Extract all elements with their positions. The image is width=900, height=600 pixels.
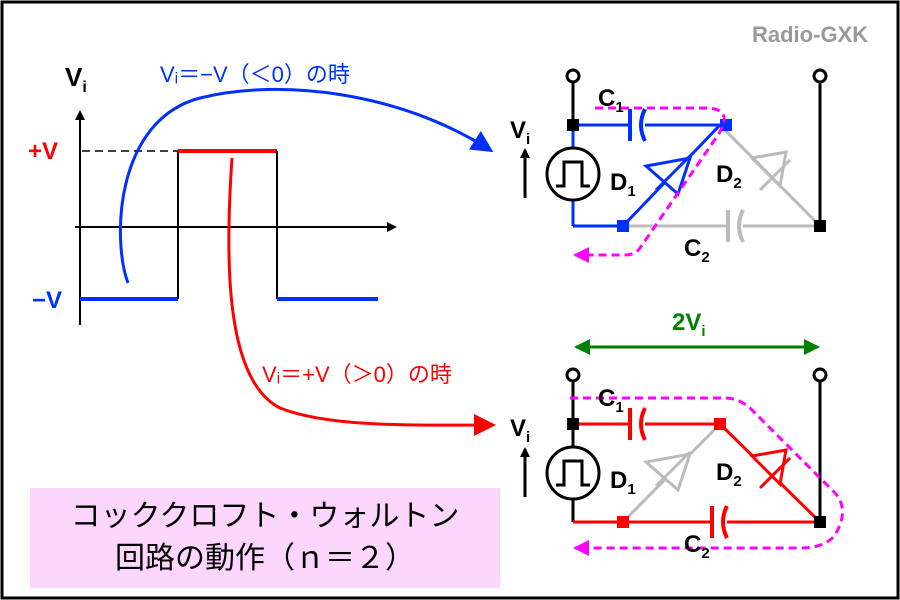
- c2-label: C2: [684, 235, 710, 266]
- input-terminal: [565, 68, 581, 84]
- output-terminal: [812, 367, 828, 383]
- ac-source: [545, 146, 601, 202]
- d2-label: D2: [716, 459, 742, 490]
- d2-label: D2: [716, 161, 742, 192]
- caption-line-1: コッククロフト・ウォルトン: [70, 499, 460, 534]
- d1-label: D1: [610, 169, 636, 200]
- negative-condition-label: Vᵢ＝−V（＜0）の時: [160, 62, 350, 87]
- c1-plate-right: [639, 108, 647, 142]
- ac-source: [545, 445, 601, 501]
- c2-label: C2: [684, 531, 710, 562]
- level-pos-label: +V: [28, 138, 58, 165]
- output-terminal: [812, 68, 828, 84]
- c1-label: C1: [598, 385, 624, 416]
- circuit-negative-phase: Vi C1 D1 D2 C2: [510, 68, 828, 266]
- input-terminal: [565, 367, 581, 383]
- square-wave-icon: [556, 459, 590, 487]
- c2-plate-right: [721, 505, 729, 539]
- positive-condition-label: Vᵢ＝+V（＞0）の時: [262, 362, 452, 387]
- c2-plate-right: [737, 209, 745, 243]
- square-wave-icon: [556, 160, 590, 188]
- source-label: Vi: [510, 117, 530, 148]
- circuit-positive-phase: Vi C1 D1 D2 C2: [510, 367, 844, 562]
- watermark: Radio-GXK: [752, 22, 868, 47]
- current-path-negative: [573, 106, 726, 263]
- current-path-positive: [570, 396, 844, 556]
- c1-plate-right: [639, 407, 647, 441]
- d2-diode-inactive: [748, 150, 792, 192]
- d1-diode-active: [642, 154, 693, 197]
- caption-line-2: 回路の動作（ｎ＝２）: [115, 541, 415, 576]
- level-neg-label: −V: [32, 287, 62, 314]
- waveform: Vi +V −V: [28, 62, 397, 325]
- d1-diode-inactive: [642, 450, 693, 493]
- output-voltage-label: 2Vi: [672, 309, 706, 340]
- c1-label: C1: [598, 85, 624, 116]
- caption-box: コッククロフト・ウォルトン 回路の動作（ｎ＝２）: [30, 488, 500, 588]
- source-label: Vi: [510, 415, 530, 446]
- positive-phase-arrow: [227, 157, 496, 437]
- negative-phase-arrow: [118, 87, 494, 284]
- vi-axis-label: Vi: [65, 62, 87, 96]
- d2-diode-active: [748, 448, 792, 490]
- d1-label: D1: [610, 467, 636, 498]
